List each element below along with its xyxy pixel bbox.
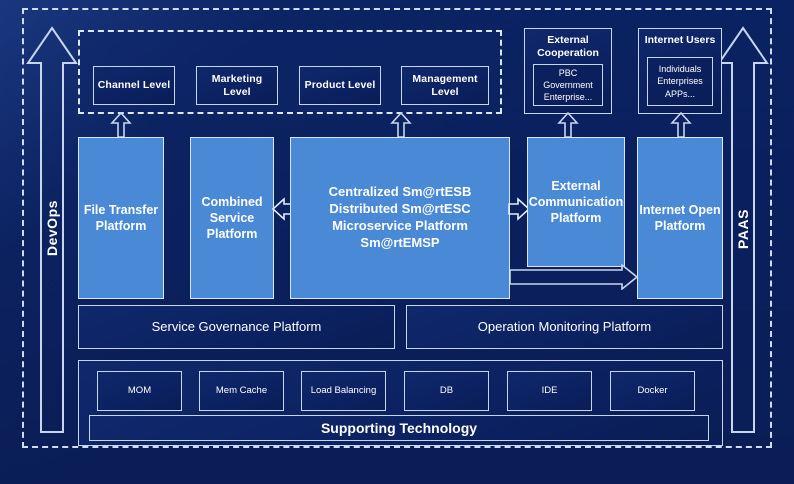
arrow-esb-to-external-communication (508, 196, 531, 227)
platform-internet-open[interactable]: Internet Open Platform (637, 137, 723, 299)
operation-monitoring-label: Operation Monitoring Platform (477, 319, 652, 335)
tech-label-mom: MOM (127, 385, 152, 397)
level-label-management: Management Level (412, 72, 478, 98)
supporting-technology-footer: Supporting Technology (89, 415, 709, 441)
platform-label-combined-service: Combined Service Platform (201, 194, 263, 242)
tech-label-mem-cache: Mem Cache (215, 385, 268, 397)
platform-external-communication[interactable]: External Communication Platform (527, 137, 625, 267)
internet-users-title: Internet Users (644, 34, 716, 46)
level-box-marketing[interactable]: Marketing Level (196, 66, 278, 105)
tech-label-docker: Docker (637, 385, 668, 397)
operation-monitoring-platform[interactable]: Operation Monitoring Platform (406, 305, 723, 349)
tech-box-mom[interactable]: MOM (97, 371, 182, 411)
internet-users-items: Individuals Enterprises APPs... (647, 57, 713, 106)
level-label-marketing: Marketing Level (211, 72, 263, 98)
platform-file-transfer[interactable]: File Transfer Platform (78, 137, 164, 299)
tech-box-load-balancing[interactable]: Load Balancing (301, 371, 386, 411)
outer-dashed-frame (22, 8, 772, 448)
external-cooperation-box[interactable]: External Cooperation PBC Government Ente… (524, 28, 612, 114)
external-cooperation-title: External Cooperation (537, 34, 599, 60)
level-box-product[interactable]: Product Level (299, 66, 381, 105)
platform-combined-service[interactable]: Combined Service Platform (190, 137, 274, 299)
supporting-technology-container: MOM Mem Cache Load Balancing DB IDE Dock… (78, 360, 723, 446)
internet-users-box[interactable]: Internet Users Individuals Enterprises A… (638, 28, 722, 114)
service-governance-label: Service Governance Platform (151, 319, 322, 335)
level-box-management[interactable]: Management Level (401, 66, 489, 105)
platform-label-external-communication: External Communication Platform (528, 178, 624, 226)
platform-label-internet-open: Internet Open Platform (639, 202, 721, 233)
tech-label-ide: IDE (541, 385, 558, 397)
service-governance-platform[interactable]: Service Governance Platform (78, 305, 395, 349)
paas-arrow: PAAS (716, 25, 770, 435)
supporting-technology-label: Supporting Technology (320, 419, 478, 436)
tech-box-docker[interactable]: Docker (610, 371, 695, 411)
external-cooperation-items: PBC Government Enterprise... (533, 64, 603, 106)
tech-box-mem-cache[interactable]: Mem Cache (199, 371, 284, 411)
esb-line-microservice: Microservice Platform Sm@rtEMSP (332, 218, 468, 250)
devops-label: DevOps (44, 200, 60, 256)
tech-label-db: DB (439, 385, 454, 397)
tech-box-db[interactable]: DB (404, 371, 489, 411)
level-box-channel[interactable]: Channel Level (93, 66, 175, 105)
level-label-product: Product Level (304, 79, 376, 92)
tech-label-load-balancing: Load Balancing (310, 385, 377, 397)
platform-esb[interactable]: Centralized Sm@rtESB Distributed Sm@rtES… (290, 137, 510, 299)
tech-box-ide[interactable]: IDE (507, 371, 592, 411)
esb-line-centralized: Centralized Sm@rtESB (328, 184, 472, 200)
platform-label-file-transfer: File Transfer Platform (83, 202, 159, 233)
arrow-esb-to-internet-open (509, 263, 639, 295)
level-label-channel: Channel Level (97, 79, 171, 92)
paas-label: PAAS (735, 209, 751, 249)
esb-line-distributed: Distributed Sm@rtESC (329, 201, 471, 217)
devops-arrow: DevOps (25, 25, 79, 435)
